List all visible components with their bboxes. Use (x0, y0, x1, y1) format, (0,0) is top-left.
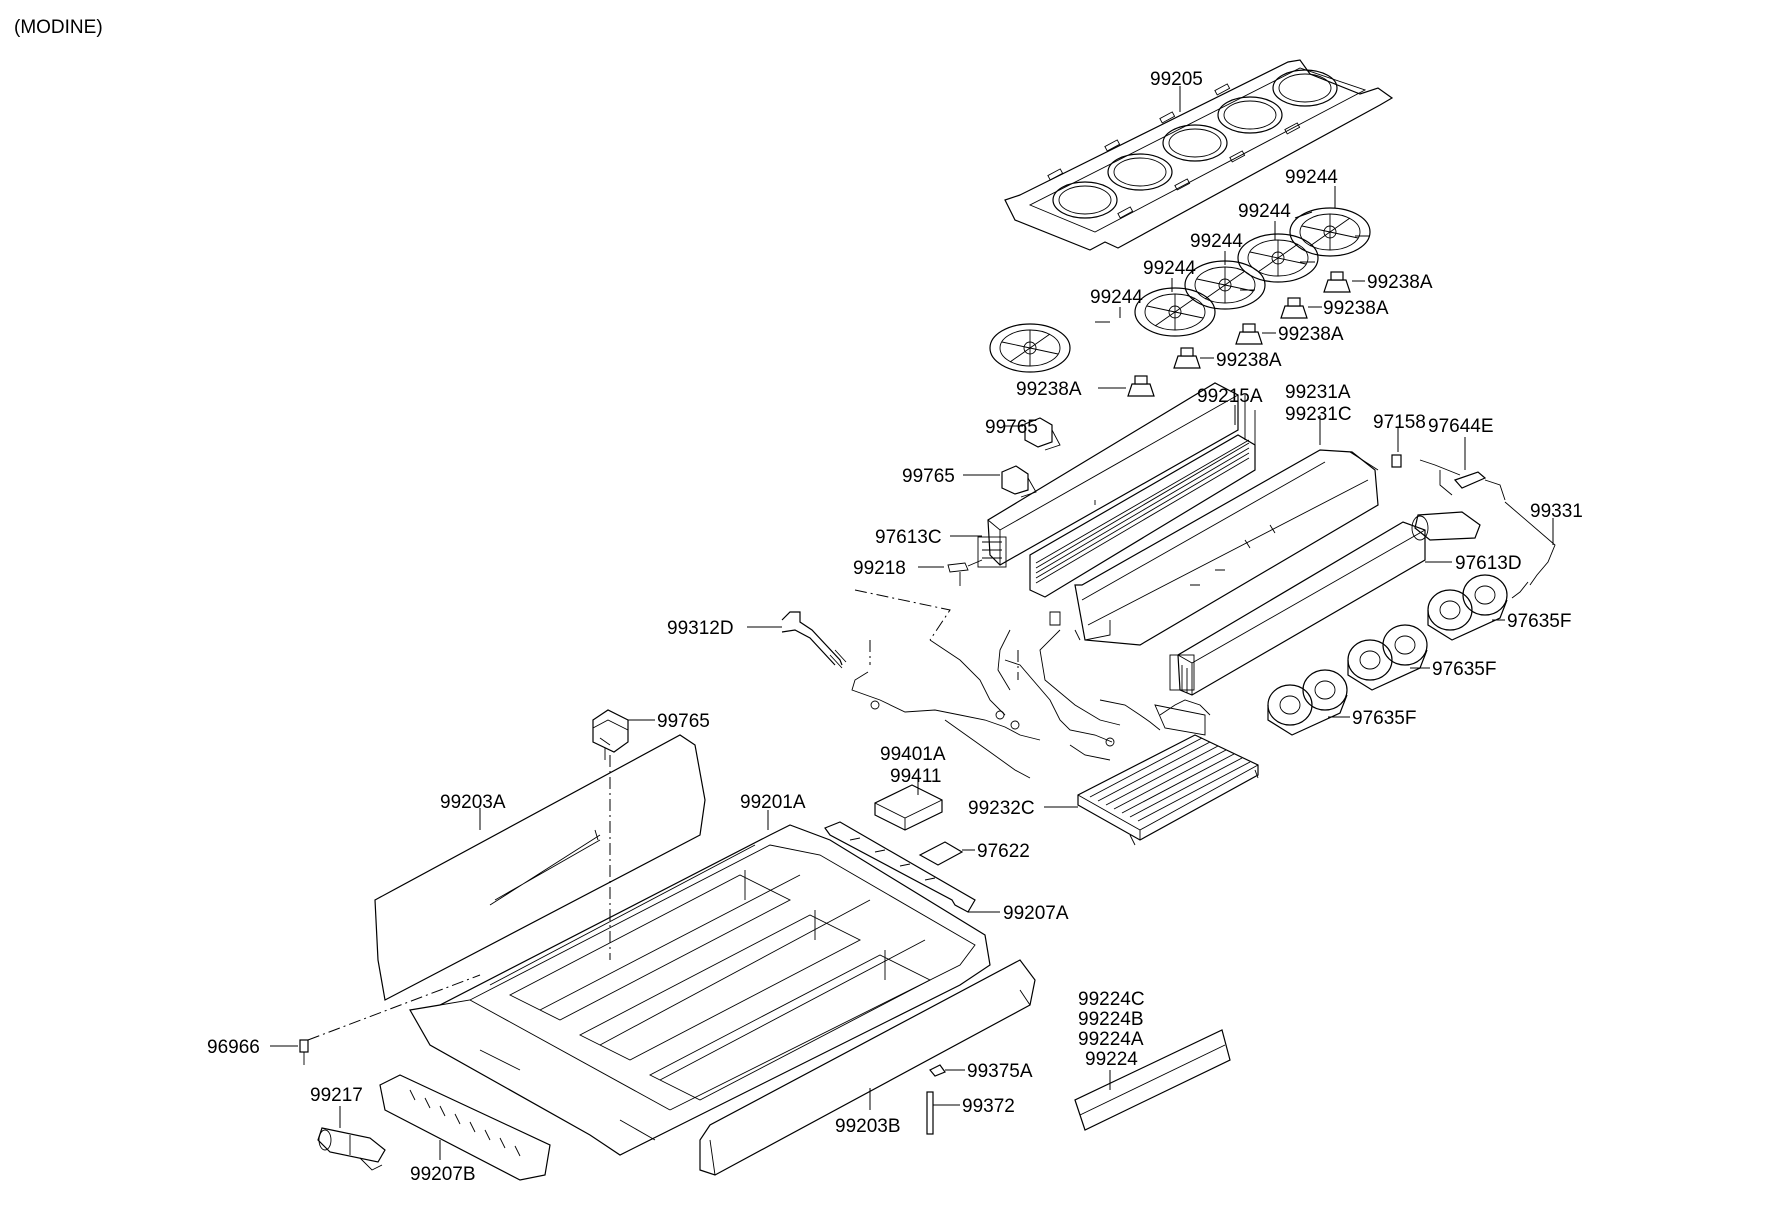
bracket-99765-top (1024, 417, 1061, 451)
label-97644E: 97644E (1428, 416, 1494, 437)
label-97622: 97622 (977, 841, 1030, 862)
blower-97635F-1 (1427, 574, 1508, 641)
label-99765-3: 99765 (657, 711, 710, 732)
fan-1 (989, 323, 1071, 373)
bracket-99765-low (592, 709, 629, 760)
label-99331: 99331 (1530, 501, 1583, 522)
label-99765-2: 99765 (902, 466, 955, 487)
label-99201A: 99201A (740, 792, 806, 813)
label-99238A-1: 99238A (1367, 272, 1433, 293)
label-99244-5: 99244 (1090, 287, 1143, 308)
strip-99207A (824, 821, 976, 913)
strip-99224 (1074, 1029, 1231, 1131)
fan-2 (1134, 287, 1216, 337)
control-box-99401A (874, 784, 943, 831)
label-99244-4: 99244 (1143, 258, 1196, 279)
part-97158 (1391, 454, 1402, 468)
blower-97635F-3 (1267, 669, 1348, 736)
fans-99244 (989, 207, 1371, 373)
label-99231A: 99231A (1285, 382, 1351, 403)
label-99411: 99411 (890, 766, 941, 787)
motors-99238A (1127, 271, 1351, 397)
blower-97635F-2 (1347, 624, 1428, 691)
label-99215A: 99215A (1197, 386, 1263, 407)
label-99312D: 99312D (667, 618, 734, 639)
label-99401A: 99401A (880, 744, 946, 765)
label-99224A: 99224A (1078, 1029, 1144, 1050)
label-99232C: 99232C (968, 798, 1035, 819)
evaporator-97613C (977, 382, 1239, 568)
shell-99203B (699, 959, 1036, 1176)
label-99231C: 99231C (1285, 404, 1352, 425)
condenser-99231 (1074, 449, 1379, 646)
valve-99218 (947, 559, 983, 586)
label-97613D: 97613D (1455, 553, 1522, 574)
label-97635F-3: 97635F (1352, 708, 1416, 729)
plate-99205 (1004, 59, 1394, 251)
label-99224: 99224 (1085, 1049, 1138, 1070)
label-99244-1: 99244 (1285, 167, 1338, 188)
label-99244-2: 99244 (1238, 201, 1291, 222)
receiver-97644E (1411, 459, 1506, 541)
label-99375A: 99375A (967, 1061, 1033, 1082)
label-99207A: 99207A (1003, 903, 1069, 924)
label-99203A: 99203A (440, 792, 506, 813)
label-99244-3: 99244 (1190, 231, 1243, 252)
label-99205: 99205 (1150, 69, 1203, 90)
clip-99375A (929, 1064, 946, 1077)
label-99224B: 99224B (1078, 1009, 1144, 1030)
label-97158: 97158 (1373, 412, 1426, 433)
hose-99312D (781, 611, 847, 669)
label-99238A-3: 99238A (1278, 324, 1344, 345)
bracket-99765-mid (1001, 465, 1037, 498)
label-99238A-2: 99238A (1323, 298, 1389, 319)
frame-99201A (409, 824, 991, 1156)
label-97635F-2: 97635F (1432, 659, 1496, 680)
label-99217: 99217 (310, 1085, 363, 1106)
label-96966: 96966 (207, 1037, 260, 1058)
core-97613D (1169, 521, 1426, 696)
shell-99203A (374, 734, 706, 1001)
header-text: (MODINE) (14, 17, 103, 38)
label-99203B: 99203B (835, 1116, 901, 1137)
label-99224C: 99224C (1078, 989, 1145, 1010)
pipe-99331 (1504, 501, 1556, 586)
pin-96966 (299, 1039, 309, 1053)
grille-99207B (379, 1074, 551, 1181)
label-99238A-4: 99238A (1216, 350, 1282, 371)
label-99765-1: 99765 (985, 417, 1038, 438)
fan-3 (1184, 260, 1266, 310)
label-99218: 99218 (853, 558, 906, 579)
label-97613C: 97613C (875, 527, 942, 548)
label-99207B: 99207B (410, 1164, 476, 1185)
label-97635F-1: 97635F (1507, 611, 1571, 632)
label-99372: 99372 (962, 1096, 1015, 1117)
fan-4 (1237, 233, 1319, 283)
piping-assembly (851, 611, 1211, 779)
label-99238A-5: 99238A (1016, 379, 1082, 400)
actuator-99217 (317, 1127, 386, 1171)
plate-97622 (918, 841, 964, 866)
grille-99232C (1077, 734, 1259, 846)
fan-5 (1289, 207, 1371, 257)
panel-99215A (1029, 395, 1256, 598)
rod-99372 (926, 1091, 934, 1135)
